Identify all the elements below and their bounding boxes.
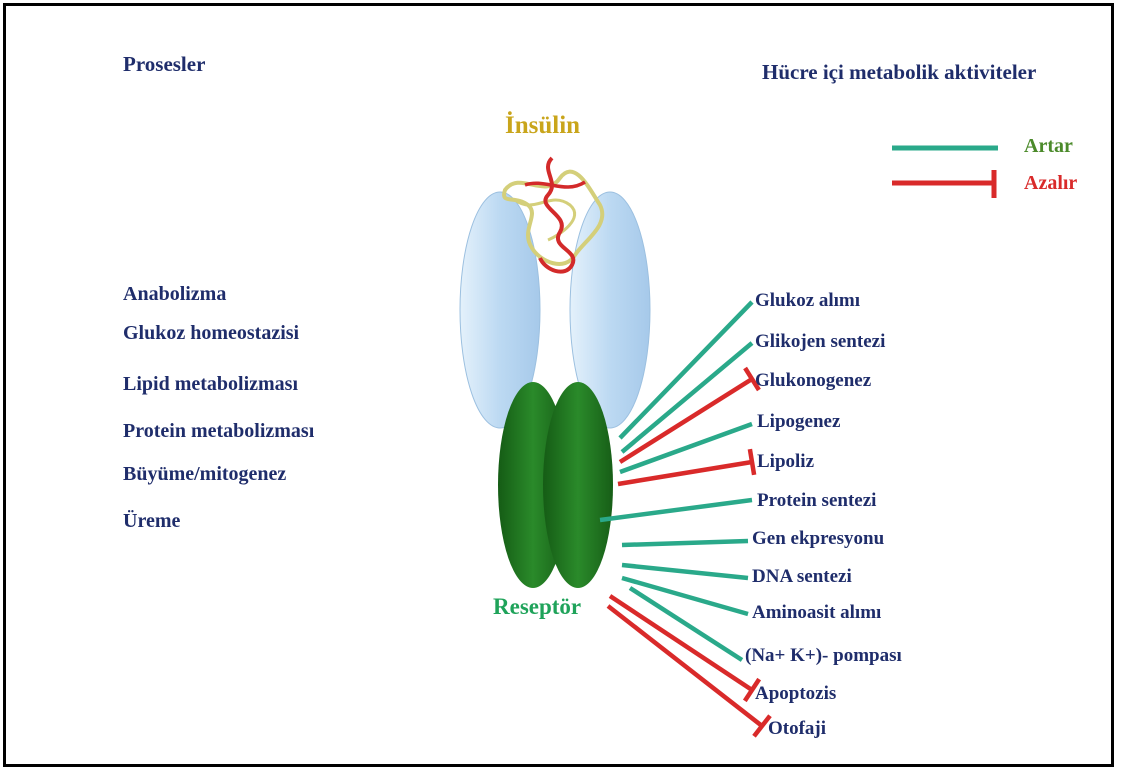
- outcome-label: Protein sentezi: [757, 490, 876, 512]
- insulin-label: İnsülin: [505, 112, 580, 140]
- increase-line: [600, 500, 752, 520]
- legend-increase-label: Artar: [1024, 135, 1073, 158]
- receptor-label: Reseptör: [493, 594, 581, 620]
- outcome-label: (Na+ K+)- pompası: [745, 645, 902, 667]
- outcome-label: DNA sentezi: [752, 566, 852, 588]
- increase-line: [630, 588, 742, 660]
- outcome-label: Gen ekpresyonu: [752, 528, 884, 550]
- outcome-label: Aminoasit alımı: [752, 602, 881, 624]
- legend-decrease-label: Azalır: [1024, 172, 1077, 195]
- outcome-label: Otofaji: [768, 718, 826, 740]
- increase-line: [622, 541, 748, 545]
- outcome-label: Apoptozis: [755, 683, 836, 705]
- outcome-label: Lipoliz: [757, 451, 814, 473]
- outcome-label: Glukonogenez: [755, 370, 871, 392]
- outcome-label: Glukoz alımı: [755, 290, 860, 312]
- beta-subunit-right: [543, 382, 613, 588]
- inhibit-bar: [750, 449, 754, 475]
- outcome-label: Lipogenez: [757, 411, 840, 433]
- outcome-label: Glikojen sentezi: [755, 331, 885, 353]
- increase-line: [622, 565, 748, 578]
